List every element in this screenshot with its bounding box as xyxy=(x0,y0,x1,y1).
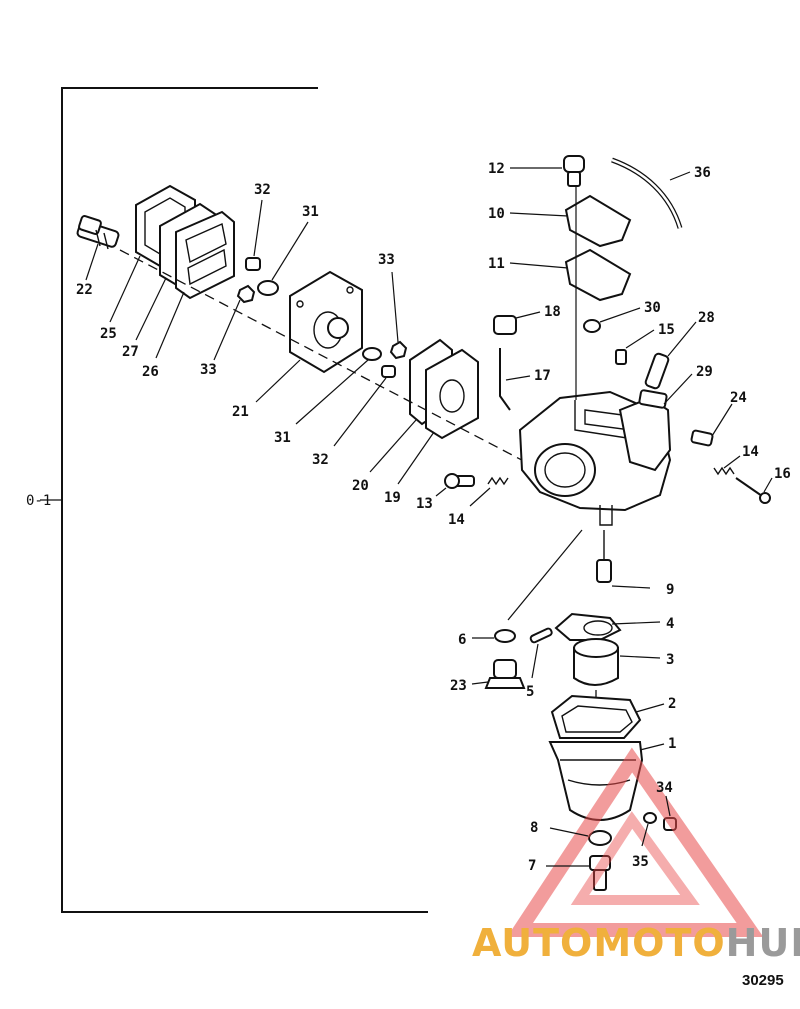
callout-9: 9 xyxy=(666,582,674,598)
part-8-washer xyxy=(588,830,612,846)
callout-28: 28 xyxy=(698,310,715,326)
callout-2: 2 xyxy=(668,696,676,712)
part-36-hose xyxy=(611,157,683,229)
carburetor-body xyxy=(518,390,672,526)
callout-32-upper: 32 xyxy=(254,182,271,198)
callout-34: 34 xyxy=(656,780,673,796)
part-22-fitting xyxy=(76,215,120,250)
part-32-screw-upper xyxy=(245,257,261,271)
axis-left xyxy=(119,249,561,481)
callout-30: 30 xyxy=(644,300,661,316)
callout-5: 5 xyxy=(526,684,534,700)
watermark-triangle-inner xyxy=(570,811,700,905)
part-3-float xyxy=(573,638,619,686)
callout-33-upper: 33 xyxy=(200,362,217,378)
part-11-gasket xyxy=(564,248,632,302)
part-18-plug xyxy=(493,315,517,335)
part-26-reed-plate xyxy=(175,210,235,300)
callout-8: 8 xyxy=(530,820,538,836)
callout-21: 21 xyxy=(232,404,249,420)
callout-19: 19 xyxy=(384,490,401,506)
callout-31-lower: 31 xyxy=(274,430,291,446)
callout-15: 15 xyxy=(658,322,675,338)
callout-24: 24 xyxy=(730,390,747,406)
callout-27: 27 xyxy=(122,344,139,360)
part-33-nut-lower xyxy=(389,340,408,360)
callout-6: 6 xyxy=(458,632,466,648)
part-28-choke-lever xyxy=(644,352,670,390)
part-14-spring-left xyxy=(487,476,509,486)
part-6-washer xyxy=(494,629,516,643)
callout-31-upper: 31 xyxy=(302,204,319,220)
part-33-nut-upper xyxy=(236,284,256,304)
part-19-flange xyxy=(425,348,479,440)
part-14-spring-right xyxy=(713,466,735,476)
callout-4: 4 xyxy=(666,616,674,632)
part-30-screw xyxy=(583,319,601,333)
callout-14-right: 14 xyxy=(742,444,759,460)
part-9-jet xyxy=(596,530,612,583)
callout-16: 16 xyxy=(774,466,791,482)
figure-number: 30295 xyxy=(742,972,784,989)
callout-26: 26 xyxy=(142,364,159,380)
part-5-pin xyxy=(529,627,553,644)
callout-22: 22 xyxy=(76,282,93,298)
part-2-gasket xyxy=(550,694,642,739)
callout-29: 29 xyxy=(696,364,713,380)
callout-35: 35 xyxy=(632,854,649,870)
callout-13: 13 xyxy=(416,496,433,512)
callout-3: 3 xyxy=(666,652,674,668)
callout-18: 18 xyxy=(544,304,561,320)
svg-text:AUTOMOTOHUB: AUTOMOTOHUB xyxy=(472,921,800,965)
part-31-clip-upper xyxy=(257,280,279,296)
part-12-screw xyxy=(563,155,585,187)
watermark-triangle-outer xyxy=(507,747,764,937)
callout-32-lower: 32 xyxy=(312,452,329,468)
callouts: 12 10 11 36 18 30 15 28 29 24 14 16 xyxy=(76,161,791,874)
callout-1: 1 xyxy=(668,736,676,752)
axis-drain xyxy=(507,529,583,621)
callout-11: 11 xyxy=(488,256,505,272)
part-24-screw xyxy=(690,429,714,447)
callout-12: 12 xyxy=(488,161,505,177)
part-13-screw xyxy=(444,473,475,489)
callout-33-lower: 33 xyxy=(378,252,395,268)
part-31-clip-lower xyxy=(362,347,382,361)
callout-7: 7 xyxy=(528,858,536,874)
part-17-rod xyxy=(499,348,511,411)
watermark-text-hub: HUB xyxy=(726,921,800,965)
part-1-float-bowl xyxy=(548,741,644,821)
part-23-plug xyxy=(484,659,526,689)
callout-20: 20 xyxy=(352,478,369,494)
callout-17: 17 xyxy=(534,368,551,384)
callout-36: 36 xyxy=(694,165,711,181)
part-7-drain-screw xyxy=(589,855,611,891)
side-label: 0-1 xyxy=(26,493,51,509)
callout-10: 10 xyxy=(488,206,505,222)
watermark-text-automoto: AUTOMOTO xyxy=(472,921,726,965)
part-4-float-arm xyxy=(554,612,622,641)
part-15-plug xyxy=(615,349,627,365)
part-35-washer xyxy=(643,812,657,824)
watermark: AUTOMOTOHUB xyxy=(472,747,800,965)
callout-23: 23 xyxy=(450,678,467,694)
part-21-adaptor-block xyxy=(289,270,363,374)
part-10-cover-plate xyxy=(564,194,632,248)
callout-25: 25 xyxy=(100,326,117,342)
callout-14-left: 14 xyxy=(448,512,465,528)
bracket-frame: 0-1 xyxy=(26,87,428,913)
part-32-screw-lower xyxy=(381,365,396,378)
part-16-idle-screw xyxy=(735,477,771,504)
